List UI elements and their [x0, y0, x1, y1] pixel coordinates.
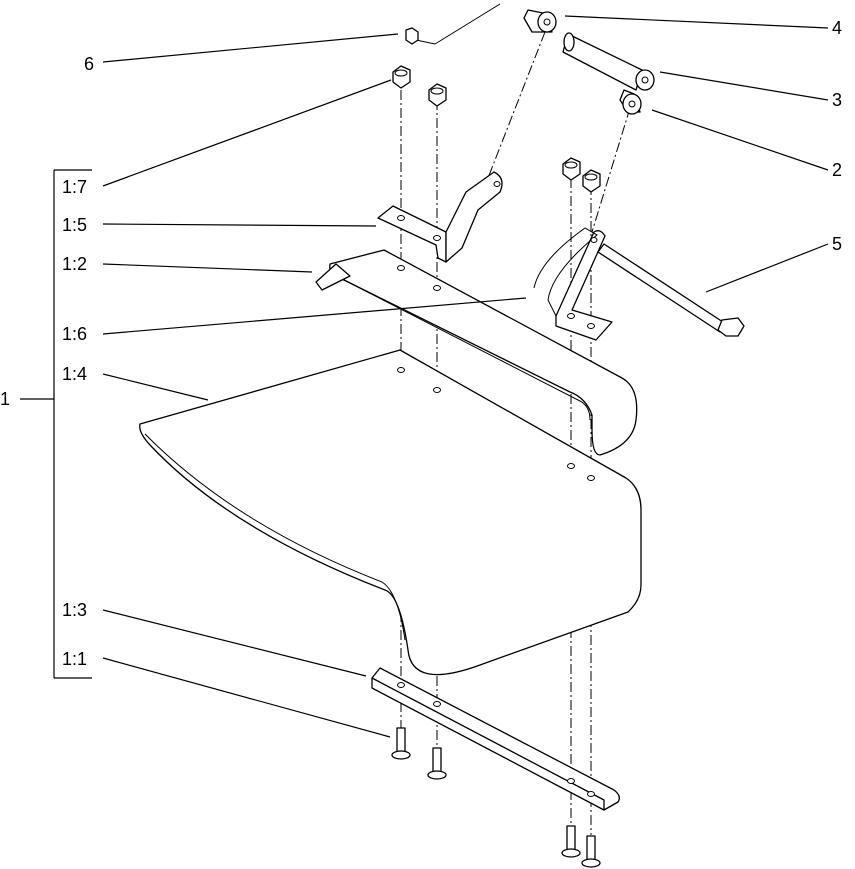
callout-1-7: 1:7 [62, 177, 87, 197]
lock-nuts [392, 65, 601, 193]
large-deflector-panel [139, 349, 642, 676]
carriage-bolts [391, 727, 601, 868]
small-nut [405, 27, 419, 45]
callout-1-1: 1:1 [62, 649, 87, 669]
callout-1: 1 [0, 389, 10, 409]
carriage-bolt-2 [427, 747, 447, 780]
spacer-4 [523, 9, 557, 33]
callout-1-5: 1:5 [62, 215, 87, 235]
carriage-bolt-4 [581, 835, 601, 868]
carriage-bolt-1 [391, 727, 411, 760]
carriage-bolt-3 [561, 825, 581, 858]
left-bracket [377, 171, 503, 263]
callout-2: 2 [832, 160, 842, 180]
callout-6: 6 [84, 54, 94, 74]
callout-1-4: 1:4 [62, 364, 87, 384]
lock-nut-4 [582, 169, 601, 193]
lock-nut-3 [562, 157, 581, 181]
long-bolt [597, 243, 745, 337]
lock-nut-2 [428, 83, 447, 107]
lower-strip [371, 667, 620, 811]
callout-labels: 6 1:7 1:5 1:2 1:6 1:4 1 1:3 1:1 4 3 2 5 [0, 18, 842, 669]
mounting-holes [397, 215, 595, 797]
callout-3: 3 [832, 90, 842, 110]
callout-5: 5 [832, 234, 842, 254]
upper-strip [315, 249, 638, 456]
roller-tube [562, 32, 655, 91]
spacer-2 [619, 89, 642, 115]
callout-1-3: 1:3 [62, 600, 87, 620]
callout-1-2: 1:2 [62, 254, 87, 274]
lock-nut-1 [392, 65, 411, 89]
assembly-bracket [20, 169, 92, 679]
leader-lines [102, 15, 829, 738]
callout-4: 4 [832, 18, 842, 38]
right-bracket [533, 227, 613, 341]
callout-1-6: 1:6 [62, 324, 87, 344]
